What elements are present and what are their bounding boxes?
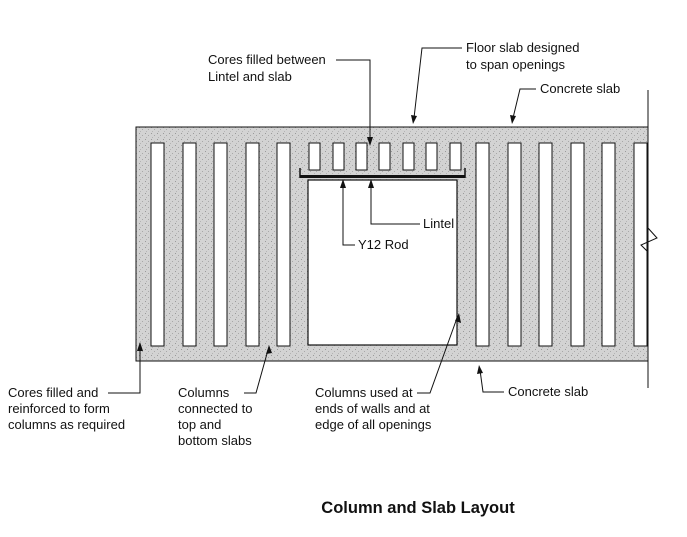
label-concrete-slab-top: Concrete slab xyxy=(540,81,620,96)
label-concrete-slab-bottom: Concrete slab xyxy=(508,384,588,399)
leader-concrete-top xyxy=(512,88,536,119)
leader-columns-used xyxy=(417,317,458,394)
label-line: Concrete slab xyxy=(540,81,620,96)
lintel-core xyxy=(449,142,462,171)
lintel-core xyxy=(402,142,415,171)
wall-core xyxy=(538,142,553,347)
label-line: top and xyxy=(178,417,221,432)
lintel-cores xyxy=(308,142,462,171)
label-line: columns as required xyxy=(8,417,125,432)
leader-concrete-bottom xyxy=(479,369,504,393)
label-line: bottom slabs xyxy=(178,433,252,448)
leader-lintel xyxy=(370,182,420,225)
wall-core xyxy=(601,142,616,347)
arrowhead xyxy=(367,137,373,146)
diagram-title: Column and Slab Layout xyxy=(321,499,515,517)
arrowhead xyxy=(411,115,417,124)
lintel-core xyxy=(332,142,345,171)
label-line: Floor slab designed xyxy=(466,40,579,55)
arrowhead xyxy=(455,313,461,323)
leaders xyxy=(108,47,536,394)
arrowhead xyxy=(368,179,374,188)
label-line: Concrete slab xyxy=(508,384,588,399)
label-line: edge of all openings xyxy=(315,417,432,432)
lintel-beam xyxy=(300,175,465,178)
arrowhead xyxy=(477,365,483,374)
lintel-core xyxy=(378,142,391,171)
break-line xyxy=(640,90,658,388)
label-line: Lintel xyxy=(423,216,454,231)
label-line: ends of walls and at xyxy=(315,401,430,416)
wall-cores xyxy=(150,142,648,347)
label-floor-slab: Floor slab designed to span openings xyxy=(466,40,579,72)
wall-core xyxy=(475,142,490,347)
lintel-core xyxy=(425,142,438,171)
wall-core xyxy=(213,142,228,347)
label-line: Lintel and slab xyxy=(208,69,292,84)
label-line: Columns used at xyxy=(315,385,413,400)
lintel-core xyxy=(355,142,368,171)
label-line: Cores filled and xyxy=(8,385,98,400)
label-line: reinforced to form xyxy=(8,401,110,416)
wall-core xyxy=(182,142,197,347)
arrowhead xyxy=(510,115,516,124)
leader-cores-filled xyxy=(108,346,141,394)
arrowhead xyxy=(266,345,272,354)
opening xyxy=(307,179,458,346)
label-line: Columns xyxy=(178,385,230,400)
wall-core xyxy=(633,142,648,347)
arrowhead xyxy=(137,342,143,351)
label-line: Cores filled between xyxy=(208,52,326,67)
wall-elevation xyxy=(135,126,649,362)
label-lintel: Lintel xyxy=(423,216,454,231)
wall-core xyxy=(570,142,585,347)
label-line: Y12 Rod xyxy=(358,237,409,252)
leader-rod xyxy=(342,182,355,246)
label-line: to span openings xyxy=(466,57,566,72)
leader-columns-connected xyxy=(244,349,269,394)
label-line: connected to xyxy=(178,401,252,416)
label-rod: Y12 Rod xyxy=(358,237,409,252)
wall-core xyxy=(150,142,165,347)
leader-floor-slab xyxy=(413,47,462,119)
lintel-core xyxy=(308,142,321,171)
arrowhead xyxy=(340,179,346,188)
wall-core xyxy=(276,142,291,347)
leader-cores-lintel xyxy=(336,59,371,142)
wall-core xyxy=(245,142,260,347)
wall-core xyxy=(507,142,522,347)
